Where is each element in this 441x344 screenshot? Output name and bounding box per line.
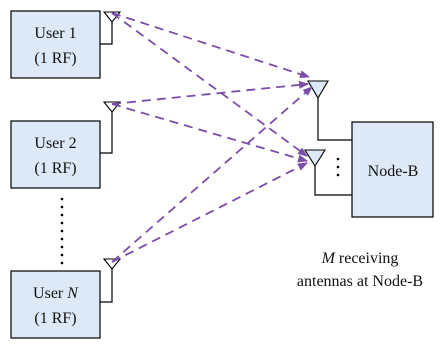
user-n-box xyxy=(10,270,101,339)
user-1: User 1 (1 RF) xyxy=(10,10,122,79)
node-b-box xyxy=(351,121,434,218)
user-1-box xyxy=(10,10,101,79)
user-2: User 2 (1 RF) xyxy=(10,101,122,189)
link-user1-to-antenna-1 xyxy=(111,12,310,79)
user-2-box xyxy=(10,120,101,189)
node-b-label: Node-B xyxy=(368,163,419,180)
user-2-rf: (1 RF) xyxy=(34,160,76,177)
link-user1-to-antenna-m xyxy=(111,12,308,157)
link-user2-to-antenna-1 xyxy=(111,80,309,105)
user-n: User N (1 RF) xyxy=(10,258,122,339)
user-n-label: User N xyxy=(33,285,79,302)
node-antenna-m-feed-wire xyxy=(314,166,352,196)
user-2-feed-wire xyxy=(100,112,113,154)
user-n-antenna-icon xyxy=(102,258,122,270)
caption-line-2: antennas at Node-B xyxy=(297,273,423,290)
node-antennas-ellipsis xyxy=(336,157,340,177)
user-2-label: User 2 xyxy=(34,135,76,152)
node-antenna-1-feed-wire xyxy=(317,98,352,141)
user-1-label: User 1 xyxy=(34,25,76,42)
antenna-caption: M receiving antennas at Node-B xyxy=(297,250,423,290)
users-ellipsis xyxy=(60,197,64,265)
caption-line-1: M receiving xyxy=(321,250,399,267)
node-antenna-m-icon xyxy=(304,149,326,168)
node-b: Node-B xyxy=(304,80,434,218)
user-n-feed-wire xyxy=(100,269,113,303)
user-1-rf: (1 RF) xyxy=(34,50,76,67)
link-user2-to-antenna-m xyxy=(111,103,308,163)
user-n-rf: (1 RF) xyxy=(34,310,76,327)
user-1-feed-wire xyxy=(100,22,113,45)
radio-links xyxy=(111,12,313,263)
link-usern-to-antenna-m xyxy=(111,162,308,263)
node-antenna-1-icon xyxy=(307,80,329,100)
